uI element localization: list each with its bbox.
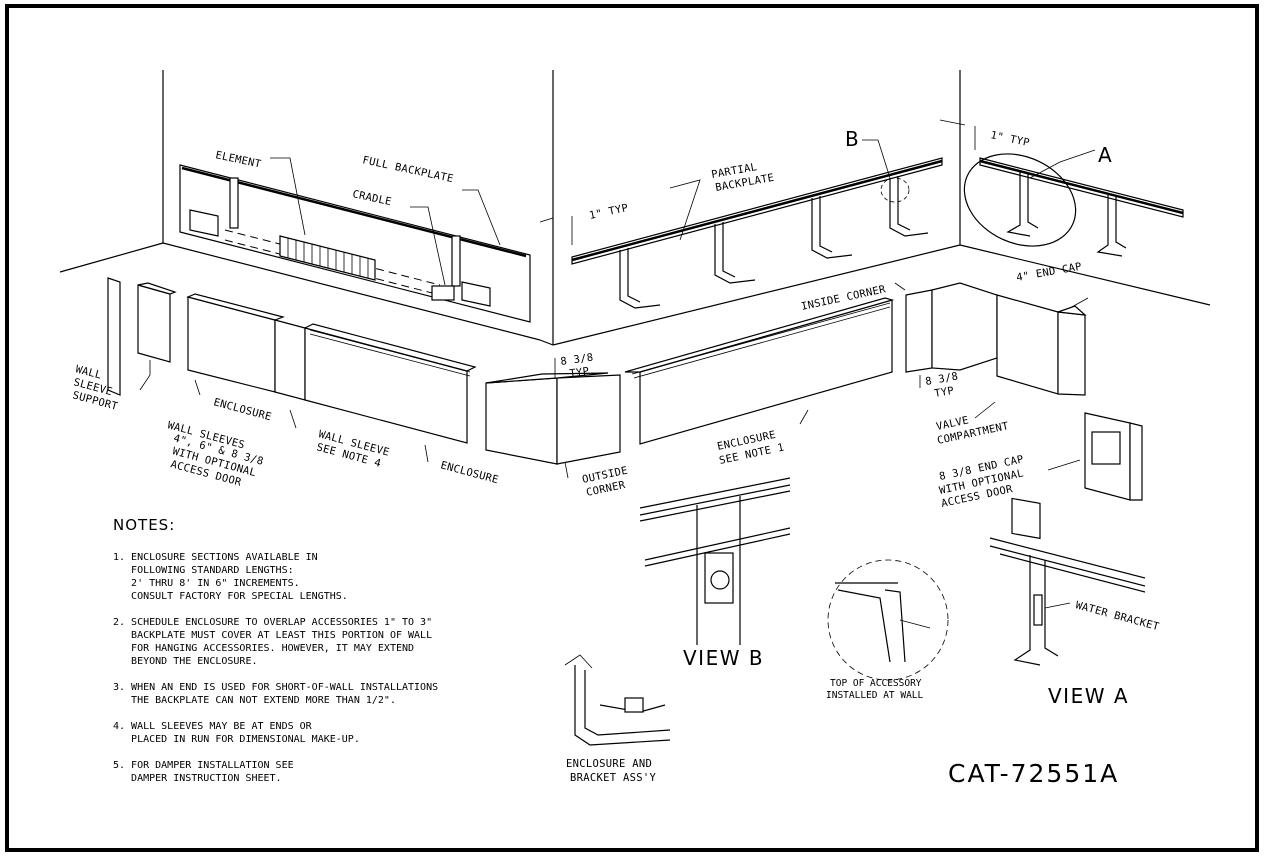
label-838-typ-outside-2: TYP [569,365,590,380]
element-fins [189,177,491,307]
label-enclosure-mid: ENCLOSURE [439,459,500,486]
label-view-b: VIEW B [683,646,764,670]
detail-a-backplate [963,153,1184,257]
label-top-of-accessory-2: INSTALLED AT WALL [826,690,924,701]
note-line: 2. SCHEDULE ENCLOSURE TO OVERLAP ACCESSO… [113,617,432,628]
catalog-number: CAT-72551A [948,759,1119,788]
label-838-typ-inside-2: TYP [933,385,955,400]
label-water-bracket: WATER BRACKET [1074,599,1161,633]
label-detail-b: B [845,127,859,151]
note-line: 2' THRU 8' IN 6" INCREMENTS. [113,578,300,589]
notes-block: NOTES: 1. ENCLOSURE SECTIONS AVAILABLE I… [113,516,438,784]
note-line: 5. FOR DAMPER INSTALLATION SEE [113,760,294,771]
label-element: ELEMENT [214,149,262,170]
view-b-detail [639,477,791,645]
sheet-border [5,4,1259,852]
label-view-a: VIEW A [1048,684,1129,708]
label-full-backplate: FULL BACKPLATE [361,154,454,185]
note-line: DAMPER INSTRUCTION SHEET. [113,773,282,784]
view-a-detail [989,537,1146,666]
partial-backplate [571,157,943,309]
note-line: 4. WALL SLEEVES MAY BE AT ENDS OR [113,721,313,732]
enclosure-bracket-detail [564,654,671,746]
label-1-typ-left: 1" TYP [588,202,629,222]
note-line: FOLLOWING STANDARD LENGTHS: [113,565,294,576]
note-line: PLACED IN RUN FOR DIMENSIONAL MAKE-UP. [113,734,360,745]
note-line: THE BACKPLATE CAN NOT EXTEND MORE THAN 1… [113,695,396,706]
enclosure-run [107,277,1143,540]
note-line: BEYOND THE ENCLOSURE. [113,656,258,667]
leader-lines [139,126,1096,609]
label-cradle: CRADLE [351,188,392,208]
full-backplate [179,164,531,323]
label-838-typ-outside-1: 8 3/8 [560,351,594,367]
label-detail-a: A [1098,143,1112,167]
note-line: CONSULT FACTORY FOR SPECIAL LENGTHS. [113,591,348,602]
label-838-typ-inside-1: 8 3/8 [924,370,959,388]
note-line: FOR HANGING ACCESSORIES. HOWEVER, IT MAY… [113,643,414,654]
label-1-typ-right: 1" TYP [989,129,1030,149]
note-line: 1. ENCLOSURE SECTIONS AVAILABLE IN [113,552,318,563]
notes-heading: NOTES: [113,516,175,534]
label-top-of-accessory-1: TOP OF ACCESSORY [830,678,922,689]
label-enclosure-left: ENCLOSURE [212,396,273,423]
top-of-accessory-detail [827,559,949,681]
label-enclosure-bracket-1: ENCLOSURE AND [566,758,652,770]
note-line: 3. WHEN AN END IS USED FOR SHORT-OF-WALL… [113,682,438,693]
label-4-end-cap: 4" END CAP [1015,261,1082,284]
room-walls [59,70,1211,346]
label-enclosure-bracket-2: BRACKET ASS'Y [570,772,656,784]
note-line: BACKPLATE MUST COVER AT LEAST THIS PORTI… [113,630,432,641]
